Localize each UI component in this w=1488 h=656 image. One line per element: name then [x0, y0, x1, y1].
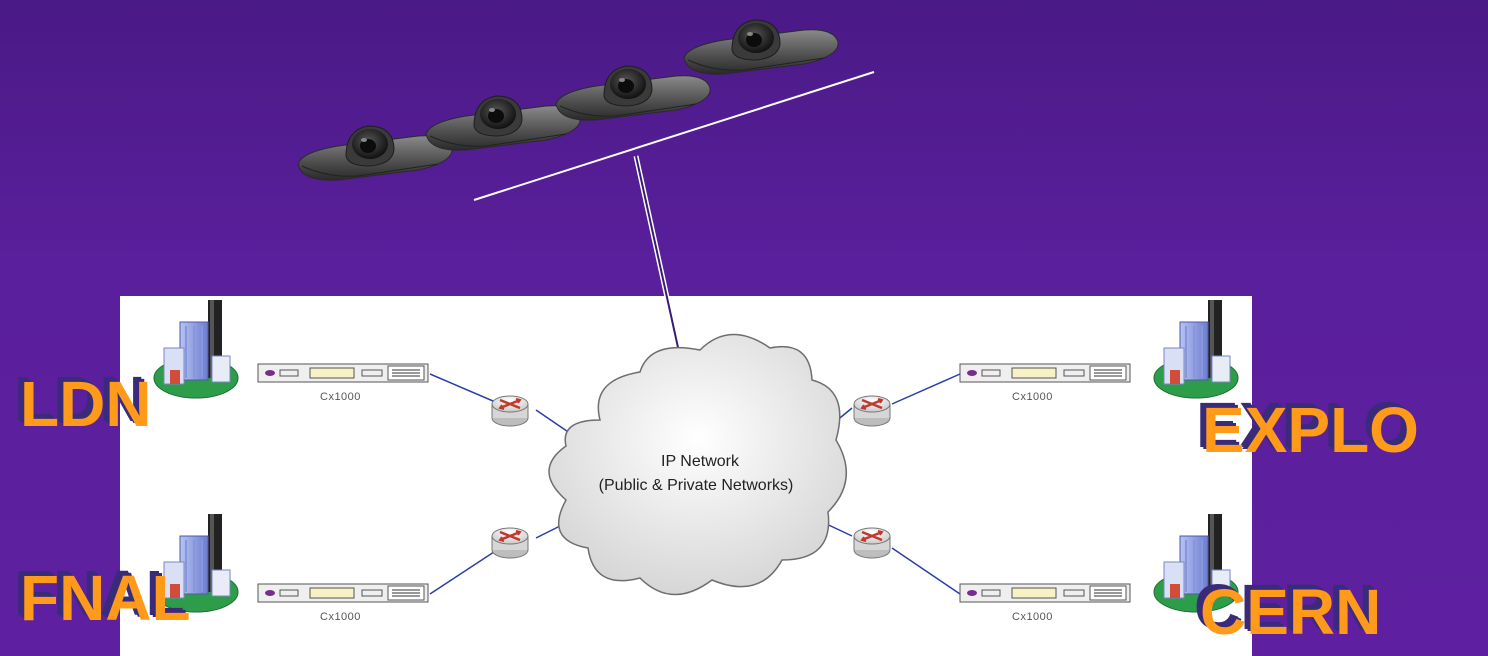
building-icon — [153, 299, 239, 399]
router-icon — [852, 394, 892, 428]
router-icon — [490, 394, 530, 428]
site-label-fnal: FNAL — [20, 562, 191, 634]
gateway-device-icon — [959, 363, 1131, 383]
site-label-ldn: LDN — [20, 368, 152, 440]
site-label-explo: EXPLO — [1202, 394, 1419, 466]
video-conference-unit-icon — [683, 19, 839, 75]
router-icon — [852, 526, 892, 560]
router-icon — [490, 526, 530, 560]
gateway-label-cern: Cx1000 — [1012, 611, 1053, 623]
gateway-device-icon — [959, 583, 1131, 603]
video-bus-line — [473, 71, 875, 201]
building-icon — [1153, 299, 1239, 399]
site-label-cern: CERN — [1200, 576, 1382, 648]
cloud-title: IP Network — [661, 453, 740, 470]
gateway-label-fnal: Cx1000 — [320, 611, 361, 623]
gateway-label-explo: Cx1000 — [1012, 391, 1053, 403]
cloud-subtitle: (Public & Private Networks) — [599, 477, 794, 494]
video-conference-unit-icon — [555, 65, 711, 121]
cloud-icon: IP Network (Public & Private Networks) — [548, 333, 847, 596]
gateway-device-icon — [257, 583, 429, 603]
gateway-device-icon — [257, 363, 429, 383]
gateway-label-ldn: Cx1000 — [320, 391, 361, 403]
